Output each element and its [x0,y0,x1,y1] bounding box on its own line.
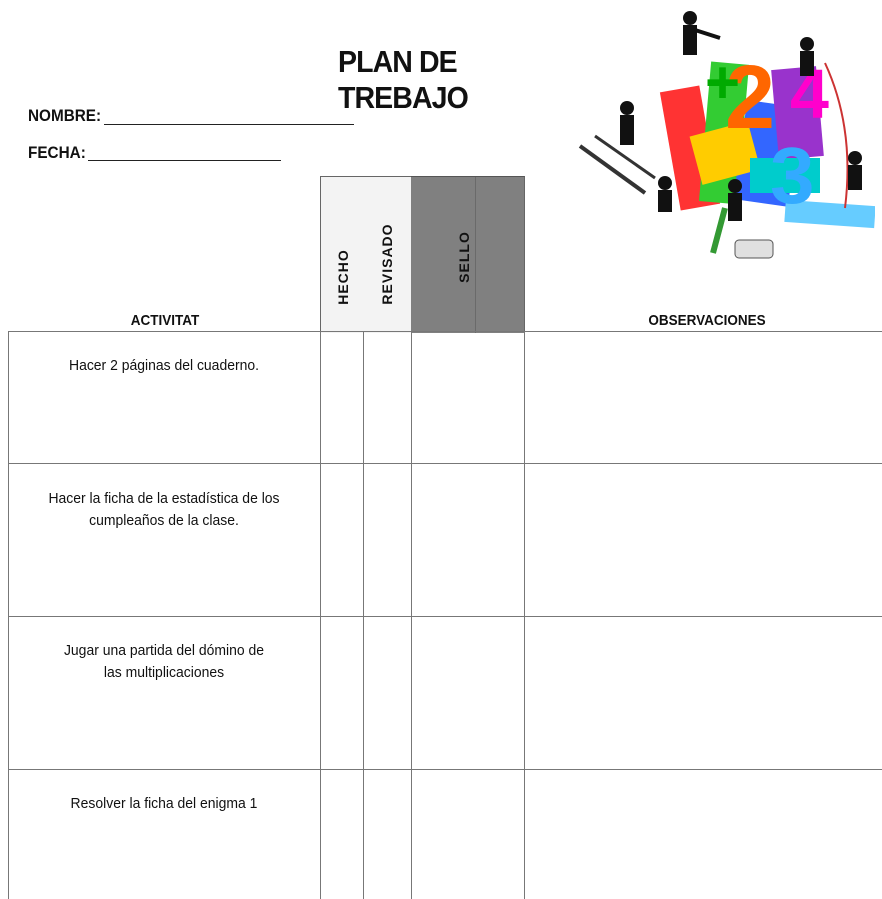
task-row-3: Jugar una partida del dómino de las mult… [63,642,265,681]
block-lightblue [784,199,875,229]
nombre-label: NOMBRE: [28,106,102,125]
block-cyan [750,158,820,193]
rope-decoration [824,62,849,209]
task-row-1: Hacer 2 páginas del cuaderno. [68,357,260,374]
header-activitat: ACTIVITAT [130,312,200,329]
sello-cell-4[interactable] [412,770,524,899]
table-rule [8,616,882,617]
figure-head-4 [848,151,862,165]
ski-decoration [578,144,647,195]
block-purple [771,66,824,160]
figure-body-4 [848,165,862,190]
revisado-cell-2[interactable] [364,464,411,616]
hecho-cell-2[interactable] [321,464,363,616]
header-hecho-label: HECHO [334,249,351,305]
figure-body-1 [683,25,697,55]
figure-head-1 [683,11,697,25]
plus-decoration: + [705,49,740,116]
hecho-cell-1[interactable] [321,332,363,463]
digit-3-decoration: 3 [770,131,815,220]
observaciones-cell-1[interactable] [525,332,882,463]
nombre-line[interactable] [104,124,354,125]
table-rule [8,769,882,770]
column-divider [363,331,364,899]
task-row-4: Resolver la ficha del enigma 1 [70,795,258,812]
observaciones-cell-3[interactable] [525,617,882,769]
observaciones-cell-2[interactable] [525,464,882,616]
telescope-decoration [694,28,721,40]
sello-cell-2[interactable] [412,464,524,616]
fecha-line[interactable] [88,160,281,161]
observaciones-cell-4[interactable] [525,770,882,899]
table-rule [8,331,882,332]
revisado-cell-3[interactable] [364,617,411,769]
figure-head-6 [658,176,672,190]
math-clipart-image: 2 3 4 + [578,11,875,259]
page-title: PLAN DE TREBAJO [338,44,469,115]
figure-body-6 [658,190,672,212]
column-divider [411,331,412,899]
header-revisado-label: REVISADO [379,223,395,305]
revisado-cell-1[interactable] [364,332,411,463]
task-row-2: Hacer la ficha de la estadística de los … [48,490,280,529]
task-table: Hacer 2 páginas del cuaderno. Hacer la f… [8,331,882,899]
digit-2-decoration: 2 [725,48,775,148]
header-sello-label: SELLO [456,230,473,283]
sello-cell-3[interactable] [412,617,524,769]
hecho-cell-3[interactable] [321,617,363,769]
header-revisado: REVISADO [363,176,412,333]
figure-head-3 [620,101,634,115]
ski-decoration-2 [594,134,656,180]
figure-body-2 [800,51,814,76]
header-hecho: HECHO [320,176,365,333]
revisado-cell-4[interactable] [364,770,411,899]
column-divider [320,331,321,899]
figure-head-5 [728,179,742,193]
table-rule [8,463,882,464]
figure-body-3 [620,115,634,145]
header-observaciones: OBSERVACIONES [648,312,766,329]
eraser-decoration [734,239,774,259]
fecha-label: FECHA: [28,143,86,162]
header-sello: SELLO [411,176,525,333]
hecho-cell-4[interactable] [321,770,363,899]
sello-divider [475,177,476,333]
column-divider [524,331,525,899]
sello-cell-1[interactable] [412,332,524,463]
table-edge-left [8,331,9,899]
block-yellow [689,121,761,185]
figure-body-5 [728,193,742,221]
pencil-decoration [710,207,728,254]
figure-head-2 [800,37,814,51]
